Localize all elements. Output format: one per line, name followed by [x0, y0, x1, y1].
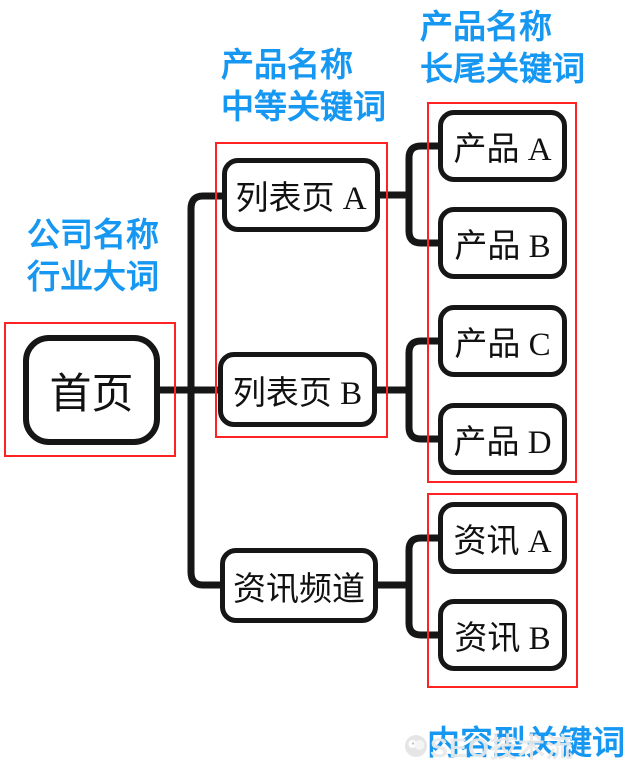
heading-medium-line2: 中等关键词	[221, 88, 386, 125]
watermark-text: SEO技术流	[430, 733, 575, 763]
node-product-b[interactable]: 产品 B	[438, 207, 567, 279]
highlight-box-news	[427, 493, 578, 688]
node-product-a[interactable]: 产品 A	[438, 110, 567, 182]
node-home[interactable]: 首页	[23, 335, 160, 445]
heading-medium-keywords: 产品名称 中等关键词	[221, 44, 386, 128]
node-list-page-b[interactable]: 列表页 B	[218, 352, 377, 427]
node-product-c[interactable]: 产品 C	[438, 305, 567, 377]
watermark: SEO技术流	[404, 726, 574, 765]
heading-longtail-line2: 长尾关键词	[420, 50, 585, 87]
node-product-d[interactable]: 产品 D	[438, 403, 567, 475]
highlight-box-list-pages	[215, 142, 388, 438]
heading-longtail-line1: 产品名称	[420, 8, 552, 45]
heading-longtail-keywords: 产品名称 长尾关键词	[420, 6, 585, 90]
node-list-page-a[interactable]: 列表页 A	[222, 158, 380, 232]
label-content-keywords: 内容型关键词	[427, 724, 625, 761]
node-news-channel[interactable]: 资讯频道	[220, 548, 378, 623]
node-news-b[interactable]: 资讯 B	[438, 599, 567, 671]
heading-medium-line1: 产品名称	[221, 46, 353, 83]
highlight-box-home	[4, 322, 176, 457]
heading-company-keywords: 公司名称 行业大词	[27, 214, 159, 298]
heading-company-line2: 行业大词	[27, 258, 159, 295]
node-news-a[interactable]: 资讯 A	[438, 502, 567, 574]
watermark-logo-icon	[405, 734, 427, 757]
highlight-box-products	[427, 102, 577, 483]
heading-company-line1: 公司名称	[27, 216, 159, 253]
